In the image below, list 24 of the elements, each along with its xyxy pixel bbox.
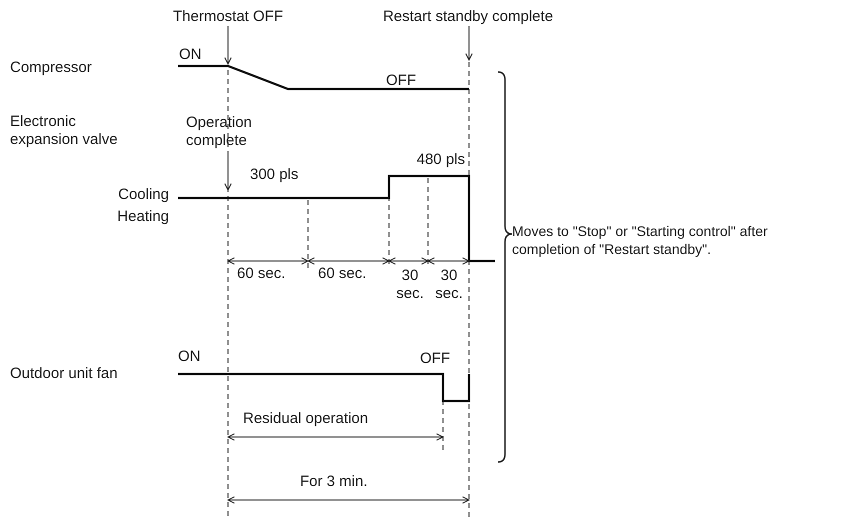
state-label: OFF: [386, 72, 416, 90]
row-label: Compressor: [10, 59, 92, 77]
event-label: Thermostat OFF: [172, 8, 284, 26]
event-arrow: [224, 26, 232, 64]
event-arrow: [465, 26, 473, 60]
event-label: Operation complete: [186, 114, 296, 150]
value-label: 480 pls: [416, 151, 465, 169]
duration-label: 60 sec.: [237, 265, 286, 283]
duration-label: 30 sec.: [434, 267, 464, 303]
duration-label: For 3 min.: [300, 473, 368, 491]
state-label: ON: [178, 348, 200, 366]
row-label: Heating: [117, 208, 169, 226]
value-label: 300 pls: [250, 166, 298, 184]
duration-label: 30 sec.: [395, 267, 425, 303]
row-label: Cooling: [118, 186, 169, 204]
state-label: OFF: [420, 350, 450, 368]
event-arrow: [224, 152, 232, 190]
event-label: Restart standby complete: [382, 8, 554, 26]
row-label: Electronic expansion valve: [10, 113, 119, 149]
duration-label: 60 sec.: [318, 265, 366, 283]
duration-label: Residual operation: [243, 410, 368, 428]
note-text: Moves to "Stop" or "Starting control" after completion of "Restart standby".: [512, 222, 769, 258]
row-label: Outdoor unit fan: [10, 365, 118, 383]
state-label: ON: [179, 46, 202, 64]
